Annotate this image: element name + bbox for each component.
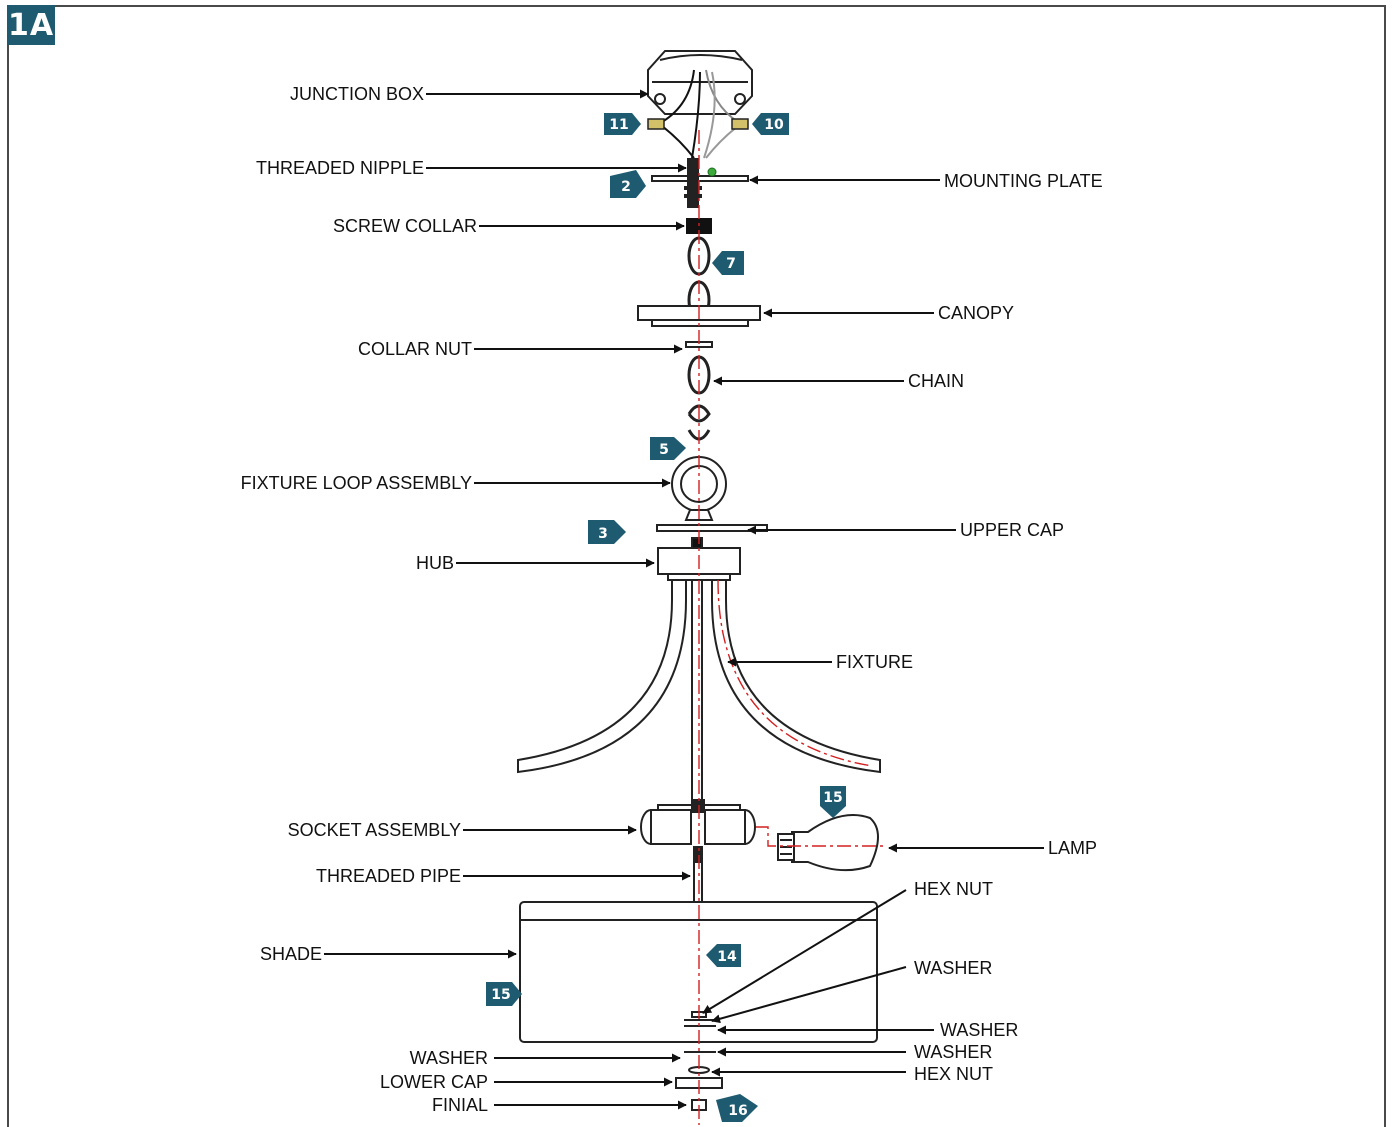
- upper-cap: [656, 524, 768, 532]
- label-fixture: FIXTURE: [836, 652, 913, 672]
- label-threaded-nipple: THREADED NIPPLE: [256, 158, 424, 178]
- label-hub: HUB: [416, 553, 454, 573]
- step-badge-15-lamp: 15: [820, 786, 846, 818]
- mounting-plate: [651, 167, 749, 182]
- svg-text:15: 15: [823, 790, 842, 806]
- label-mounting-plate: MOUNTING PLATE: [944, 171, 1103, 191]
- step-badge-2: 2: [610, 170, 646, 198]
- label-junction-box: JUNCTION BOX: [290, 84, 424, 104]
- shade: [519, 901, 878, 1043]
- step-badge-10: 10: [752, 113, 789, 135]
- label-shade: SHADE: [260, 944, 322, 964]
- centerline: [698, 130, 886, 1125]
- socket-assembly: [640, 799, 756, 845]
- label-upper-cap: UPPER CAP: [960, 520, 1064, 540]
- step-badge-5: 5: [650, 437, 686, 460]
- step-badge-7: 7: [712, 251, 744, 275]
- label-hex-nut-lower: HEX NUT: [914, 1064, 993, 1084]
- step-badge-14: 14: [706, 944, 741, 967]
- svg-text:2: 2: [621, 179, 631, 195]
- svg-text:3: 3: [598, 526, 608, 542]
- label-threaded-pipe: THREADED PIPE: [316, 866, 461, 886]
- label-lamp: LAMP: [1048, 838, 1097, 858]
- lamp: [777, 814, 879, 872]
- supply-wires: [661, 69, 739, 159]
- label-canopy: CANOPY: [938, 303, 1014, 323]
- label-chain: CHAIN: [908, 371, 964, 391]
- step-badge-15-shade: 15: [486, 982, 522, 1006]
- step-badge-16: 16: [716, 1094, 758, 1122]
- label-fixture-loop-assembly: FIXTURE LOOP ASSEMBLY: [241, 473, 472, 493]
- svg-text:14: 14: [717, 949, 737, 965]
- svg-text:15: 15: [491, 987, 510, 1003]
- label-hex-nut-upper: HEX NUT: [914, 879, 993, 899]
- label-socket-assembly: SOCKET ASSEMBLY: [288, 820, 461, 840]
- step-tag: 1A: [7, 5, 55, 45]
- step-badge-11: 11: [604, 113, 641, 135]
- svg-text:11: 11: [609, 117, 628, 133]
- wire-connectors: [647, 118, 749, 130]
- label-screw-collar: SCREW COLLAR: [333, 216, 477, 236]
- label-finial: FINIAL: [432, 1095, 488, 1115]
- leader-lines: [324, 89, 1044, 1110]
- svg-text:10: 10: [764, 117, 784, 133]
- step-badge-3: 3: [588, 520, 626, 544]
- label-washer-left: WASHER: [410, 1048, 488, 1068]
- label-collar-nut: COLLAR NUT: [358, 339, 472, 359]
- label-washer-1: WASHER: [914, 958, 992, 978]
- svg-text:16: 16: [728, 1103, 747, 1119]
- label-washer-2: WASHER: [940, 1020, 1018, 1040]
- label-washer-3: WASHER: [914, 1042, 992, 1062]
- diagram-frame: [7, 5, 1386, 1127]
- svg-text:7: 7: [726, 256, 736, 272]
- svg-text:5: 5: [659, 442, 669, 458]
- threaded-nipple: [684, 158, 702, 208]
- label-lower-cap: LOWER CAP: [380, 1072, 488, 1092]
